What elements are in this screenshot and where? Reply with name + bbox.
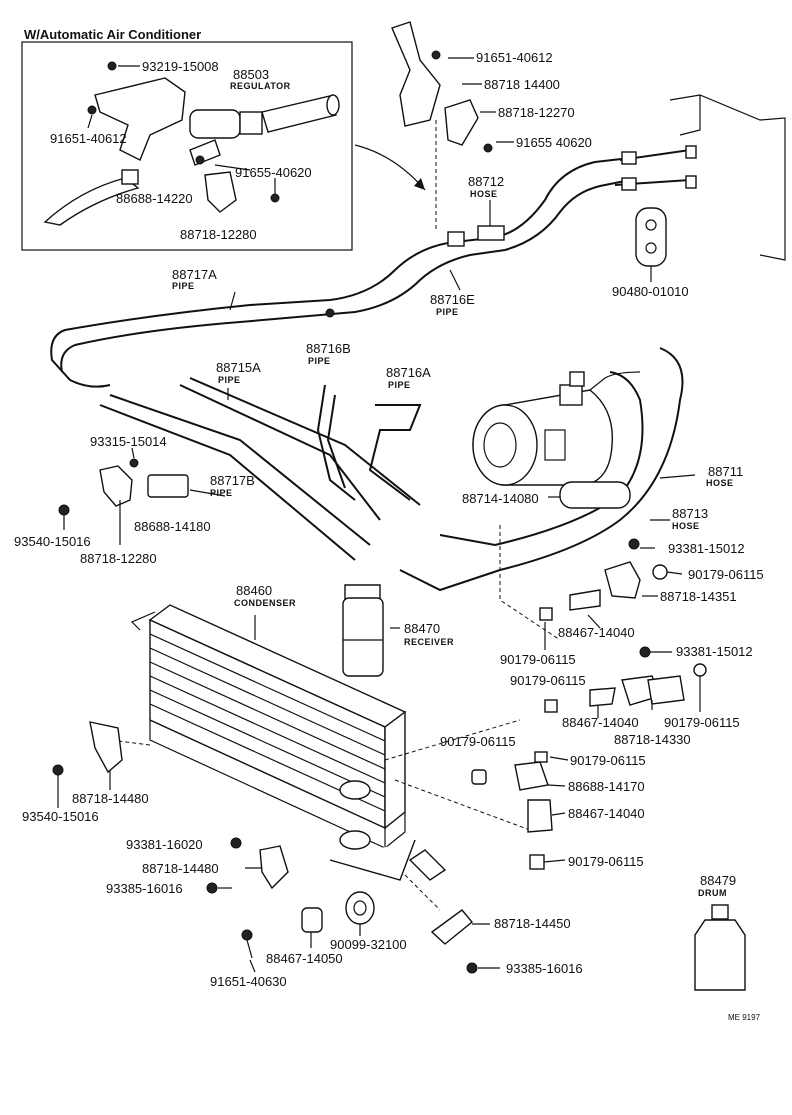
pipe-runs-drawing	[50, 145, 697, 592]
part-88718-14480-upper: 88718-14480	[72, 791, 149, 806]
part-93385-16016-left: 93385-16016	[106, 881, 183, 896]
part-88467-14050: 88467-14050	[266, 951, 343, 966]
part-88503: 88503	[233, 67, 270, 82]
part-88470: 88470	[404, 621, 441, 636]
part-88716B: 88716B	[306, 341, 351, 356]
inset-frame	[21, 41, 353, 251]
part-91651-40630: 91651-40630	[210, 974, 287, 989]
part-88688-14220: 88688-14220	[116, 191, 193, 206]
part-88718-14330: 88718-14330	[614, 732, 691, 747]
part-88711-name: HOSE	[706, 478, 734, 488]
part-90179-06115-5: 90179-06115	[440, 734, 516, 749]
part-88688-14170: 88688-14170	[568, 779, 645, 794]
part-88479: 88479	[700, 873, 737, 888]
hardware-drawings	[52, 308, 707, 974]
part-90179-06115-6: 90179-06115	[570, 753, 646, 768]
part-93315-15014: 93315-15014	[90, 434, 167, 449]
part-88503-name: REGULATOR	[230, 81, 291, 91]
part-88460-name: CONDENSER	[234, 598, 297, 608]
diagram-code: ME 9197	[728, 1013, 761, 1022]
part-91655-40620-inset: 91655-40620	[235, 165, 312, 180]
inset-title: W/Automatic Air Conditioner	[24, 27, 202, 42]
upper-bracket-drawing	[391, 21, 493, 230]
hose-sleeve-drawing	[559, 481, 631, 509]
part-88716B-name: PIPE	[308, 356, 331, 366]
grommet-drawing	[635, 207, 667, 267]
regulator-assembly-drawing	[43, 61, 340, 226]
inset-arrow	[354, 144, 426, 191]
part-88718-14480-lower: 88718-14480	[142, 861, 219, 876]
part-88717B-name: PIPE	[210, 488, 233, 498]
part-88716E: 88716E	[430, 292, 475, 307]
receiver-drawing	[342, 584, 384, 677]
part-90480-01010: 90480-01010	[612, 284, 689, 299]
part-91655-40620: 91655 40620	[516, 135, 592, 150]
firewall-outline	[669, 94, 786, 261]
part-88716E-name: PIPE	[436, 307, 459, 317]
part-88718-12280-inset: 88718-12280	[180, 227, 257, 242]
part-88718-14400: 88718 14400	[484, 77, 560, 92]
part-88717A-name: PIPE	[172, 281, 195, 291]
part-88470-name: RECEIVER	[404, 637, 455, 647]
condenser-drawing	[130, 604, 447, 881]
part-88717A: 88717A	[172, 267, 217, 282]
part-88716A: 88716A	[386, 365, 431, 380]
part-88713-name: HOSE	[672, 521, 700, 531]
part-88712: 88712	[468, 174, 505, 189]
part-88715A: 88715A	[216, 360, 261, 375]
part-93540-15016-lower: 93540-15016	[22, 809, 99, 824]
part-88712-name: HOSE	[470, 189, 498, 199]
part-88467-14040-upper: 88467-14040	[558, 625, 635, 640]
part-88718-14351: 88718-14351	[660, 589, 737, 604]
part-88716A-name: PIPE	[388, 380, 411, 390]
part-88460: 88460	[236, 583, 273, 598]
part-88718-14450: 88718-14450	[494, 916, 571, 931]
drum-drawing	[694, 904, 746, 991]
part-91651-40612-inset: 91651-40612	[50, 131, 127, 146]
part-93540-15016-upper: 93540-15016	[14, 534, 91, 549]
part-88711: 88711	[708, 464, 744, 479]
leader-lines	[57, 57, 701, 973]
part-93381-15012-lower: 93381-15012	[676, 644, 753, 659]
part-88713: 88713	[672, 506, 709, 521]
part-88717B: 88717B	[210, 473, 255, 488]
compressor-drawing	[472, 371, 614, 486]
part-90099-32100: 90099-32100	[330, 937, 407, 952]
part-88688-14180: 88688-14180	[134, 519, 211, 534]
part-88715A-name: PIPE	[218, 375, 241, 385]
part-88479-name: DRUM	[698, 888, 727, 898]
part-88467-14040-lower: 88467-14040	[568, 806, 645, 821]
part-90179-06115-3: 90179-06115	[510, 673, 586, 688]
part-88714-14080: 88714-14080	[462, 491, 539, 506]
part-90179-06115-4: 90179-06115	[664, 715, 740, 730]
part-93381-16020: 93381-16020	[126, 837, 203, 852]
part-90179-06115-1: 90179-06115	[688, 567, 764, 582]
part-88718-12280: 88718-12280	[80, 551, 157, 566]
part-91651-40612: 91651-40612	[476, 50, 553, 65]
part-90179-06115-2: 90179-06115	[500, 652, 576, 667]
part-93219-15008: 93219-15008	[142, 59, 219, 74]
part-90179-06115-7: 90179-06115	[568, 854, 644, 869]
part-93381-15012-upper: 93381-15012	[668, 541, 745, 556]
part-93385-16016-right: 93385-16016	[506, 961, 583, 976]
part-88467-14040-middle: 88467-14040	[562, 715, 639, 730]
part-88718-12270: 88718-12270	[498, 105, 575, 120]
